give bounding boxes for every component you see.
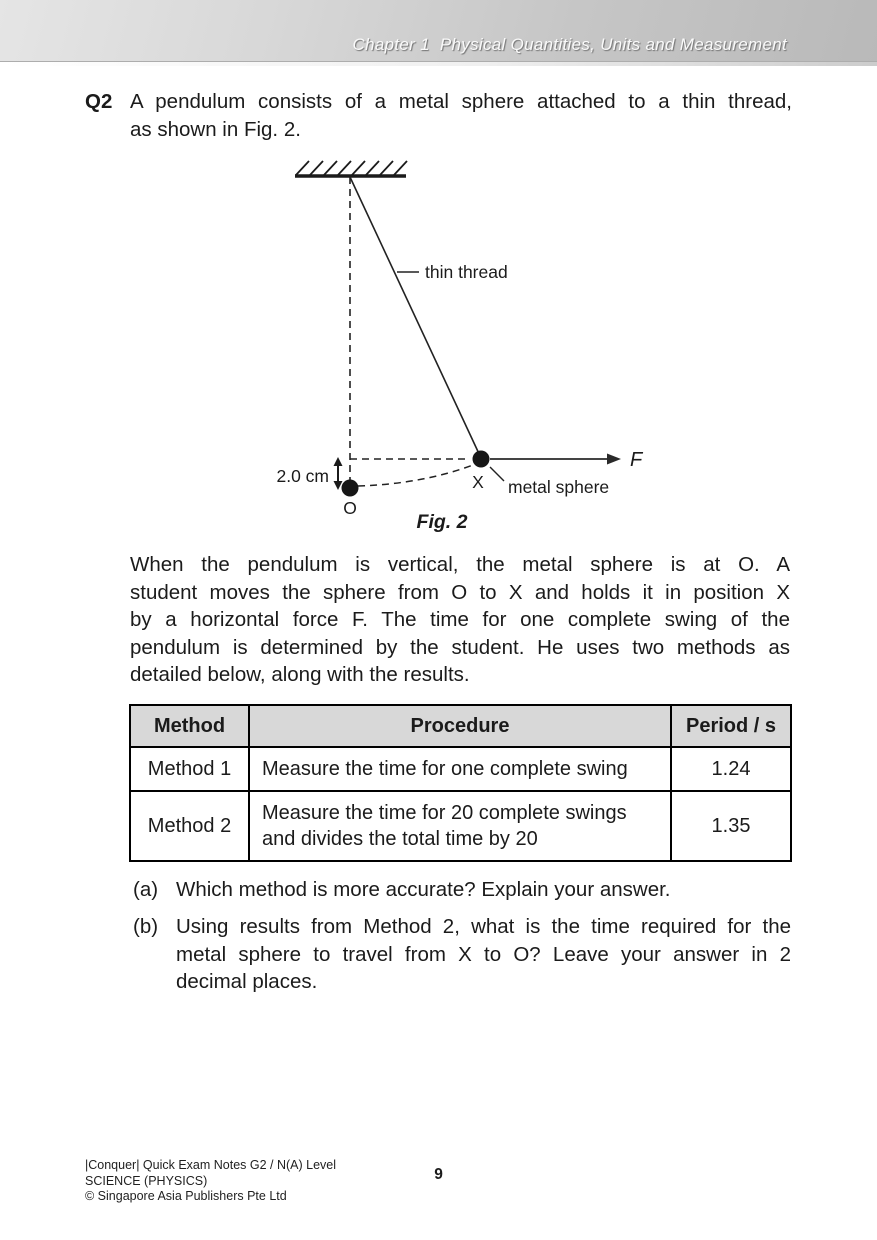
thin-thread-label: thin thread: [425, 262, 508, 282]
table-row: Method 1 Measure the time for one comple…: [129, 746, 792, 792]
question-body-text: When the pendulum is vertical, the metal…: [130, 553, 790, 687]
period-1-cell: 1.24: [670, 746, 792, 792]
method-1-cell: Method 1: [129, 746, 250, 792]
footer-line-copyright: © Singapore Asia Publishers Pte Ltd: [85, 1189, 287, 1203]
footer-line-series: |Conquer| Quick Exam Notes G2 / N(A) Lev…: [85, 1158, 337, 1172]
force-arrowhead-icon: [607, 453, 621, 465]
part-b-text: Using results from Method 2, what is the…: [176, 915, 791, 993]
question-intro-text: A pendulum consists of a metal sphere at…: [130, 90, 792, 141]
pendulum-figure: thin thread F X O metal sphere 2.0 cm: [250, 152, 690, 542]
o-label: O: [343, 498, 357, 518]
col-header-procedure: Procedure: [248, 704, 672, 748]
pendulum-diagram: thin thread F X O metal sphere 2.0 cm: [276, 160, 644, 533]
procedure-2-cell: Measure the time for 20 complete swings …: [248, 790, 672, 862]
footer-line-subject: SCIENCE (PHYSICS): [85, 1173, 208, 1188]
ceiling-mount: [295, 160, 408, 178]
question-part-a: (a) Which method is more accurate? Expla…: [133, 876, 791, 904]
force-label: F: [630, 449, 644, 471]
page-number: 9: [434, 1166, 443, 1183]
distance-label: 2.0 cm: [276, 466, 329, 486]
period-2-cell: 1.35: [670, 790, 792, 862]
metal-sphere-pointer-line: [489, 466, 505, 482]
part-b-label: (b): [133, 915, 159, 938]
table-row: Method 2 Measure the time for 20 complet…: [129, 790, 792, 862]
question-number: Q2: [85, 90, 113, 113]
sphere-x: [472, 450, 490, 468]
col-header-period: Period / s: [670, 704, 792, 748]
sphere-o: [341, 479, 359, 497]
procedure-1-cell: Measure the time for one complete swing: [248, 746, 672, 792]
part-a-label: (a): [133, 878, 159, 901]
figure-caption: Fig. 2: [417, 511, 468, 533]
question-heading: Q2 A pendulum consists of a metal sphere…: [85, 88, 792, 143]
question-part-b: (b) Using results from Method 2, what is…: [133, 913, 791, 996]
swing-arc: [357, 464, 474, 487]
methods-table: Method Procedure Period / s Method 1 Mea…: [129, 704, 792, 862]
distance-double-arrow: [333, 457, 343, 490]
x-label: X: [472, 472, 484, 492]
footer-imprint: |Conquer| Quick Exam Notes G2 / N(A) Lev…: [85, 1158, 336, 1205]
chapter-header-banner: Chapter 1 Physical Quantities, Units and…: [0, 0, 877, 66]
method-2-cell: Method 2: [129, 790, 250, 862]
table-header-row: Method Procedure Period / s: [129, 704, 792, 748]
banner-highlight-edge: [0, 61, 877, 66]
chapter-title: Chapter 1 Physical Quantities, Units and…: [352, 35, 787, 54]
metal-sphere-label: metal sphere: [508, 477, 609, 497]
part-a-text: Which method is more accurate? Explain y…: [176, 878, 671, 901]
pendulum-thread-line: [349, 176, 482, 459]
col-header-method: Method: [129, 704, 250, 748]
